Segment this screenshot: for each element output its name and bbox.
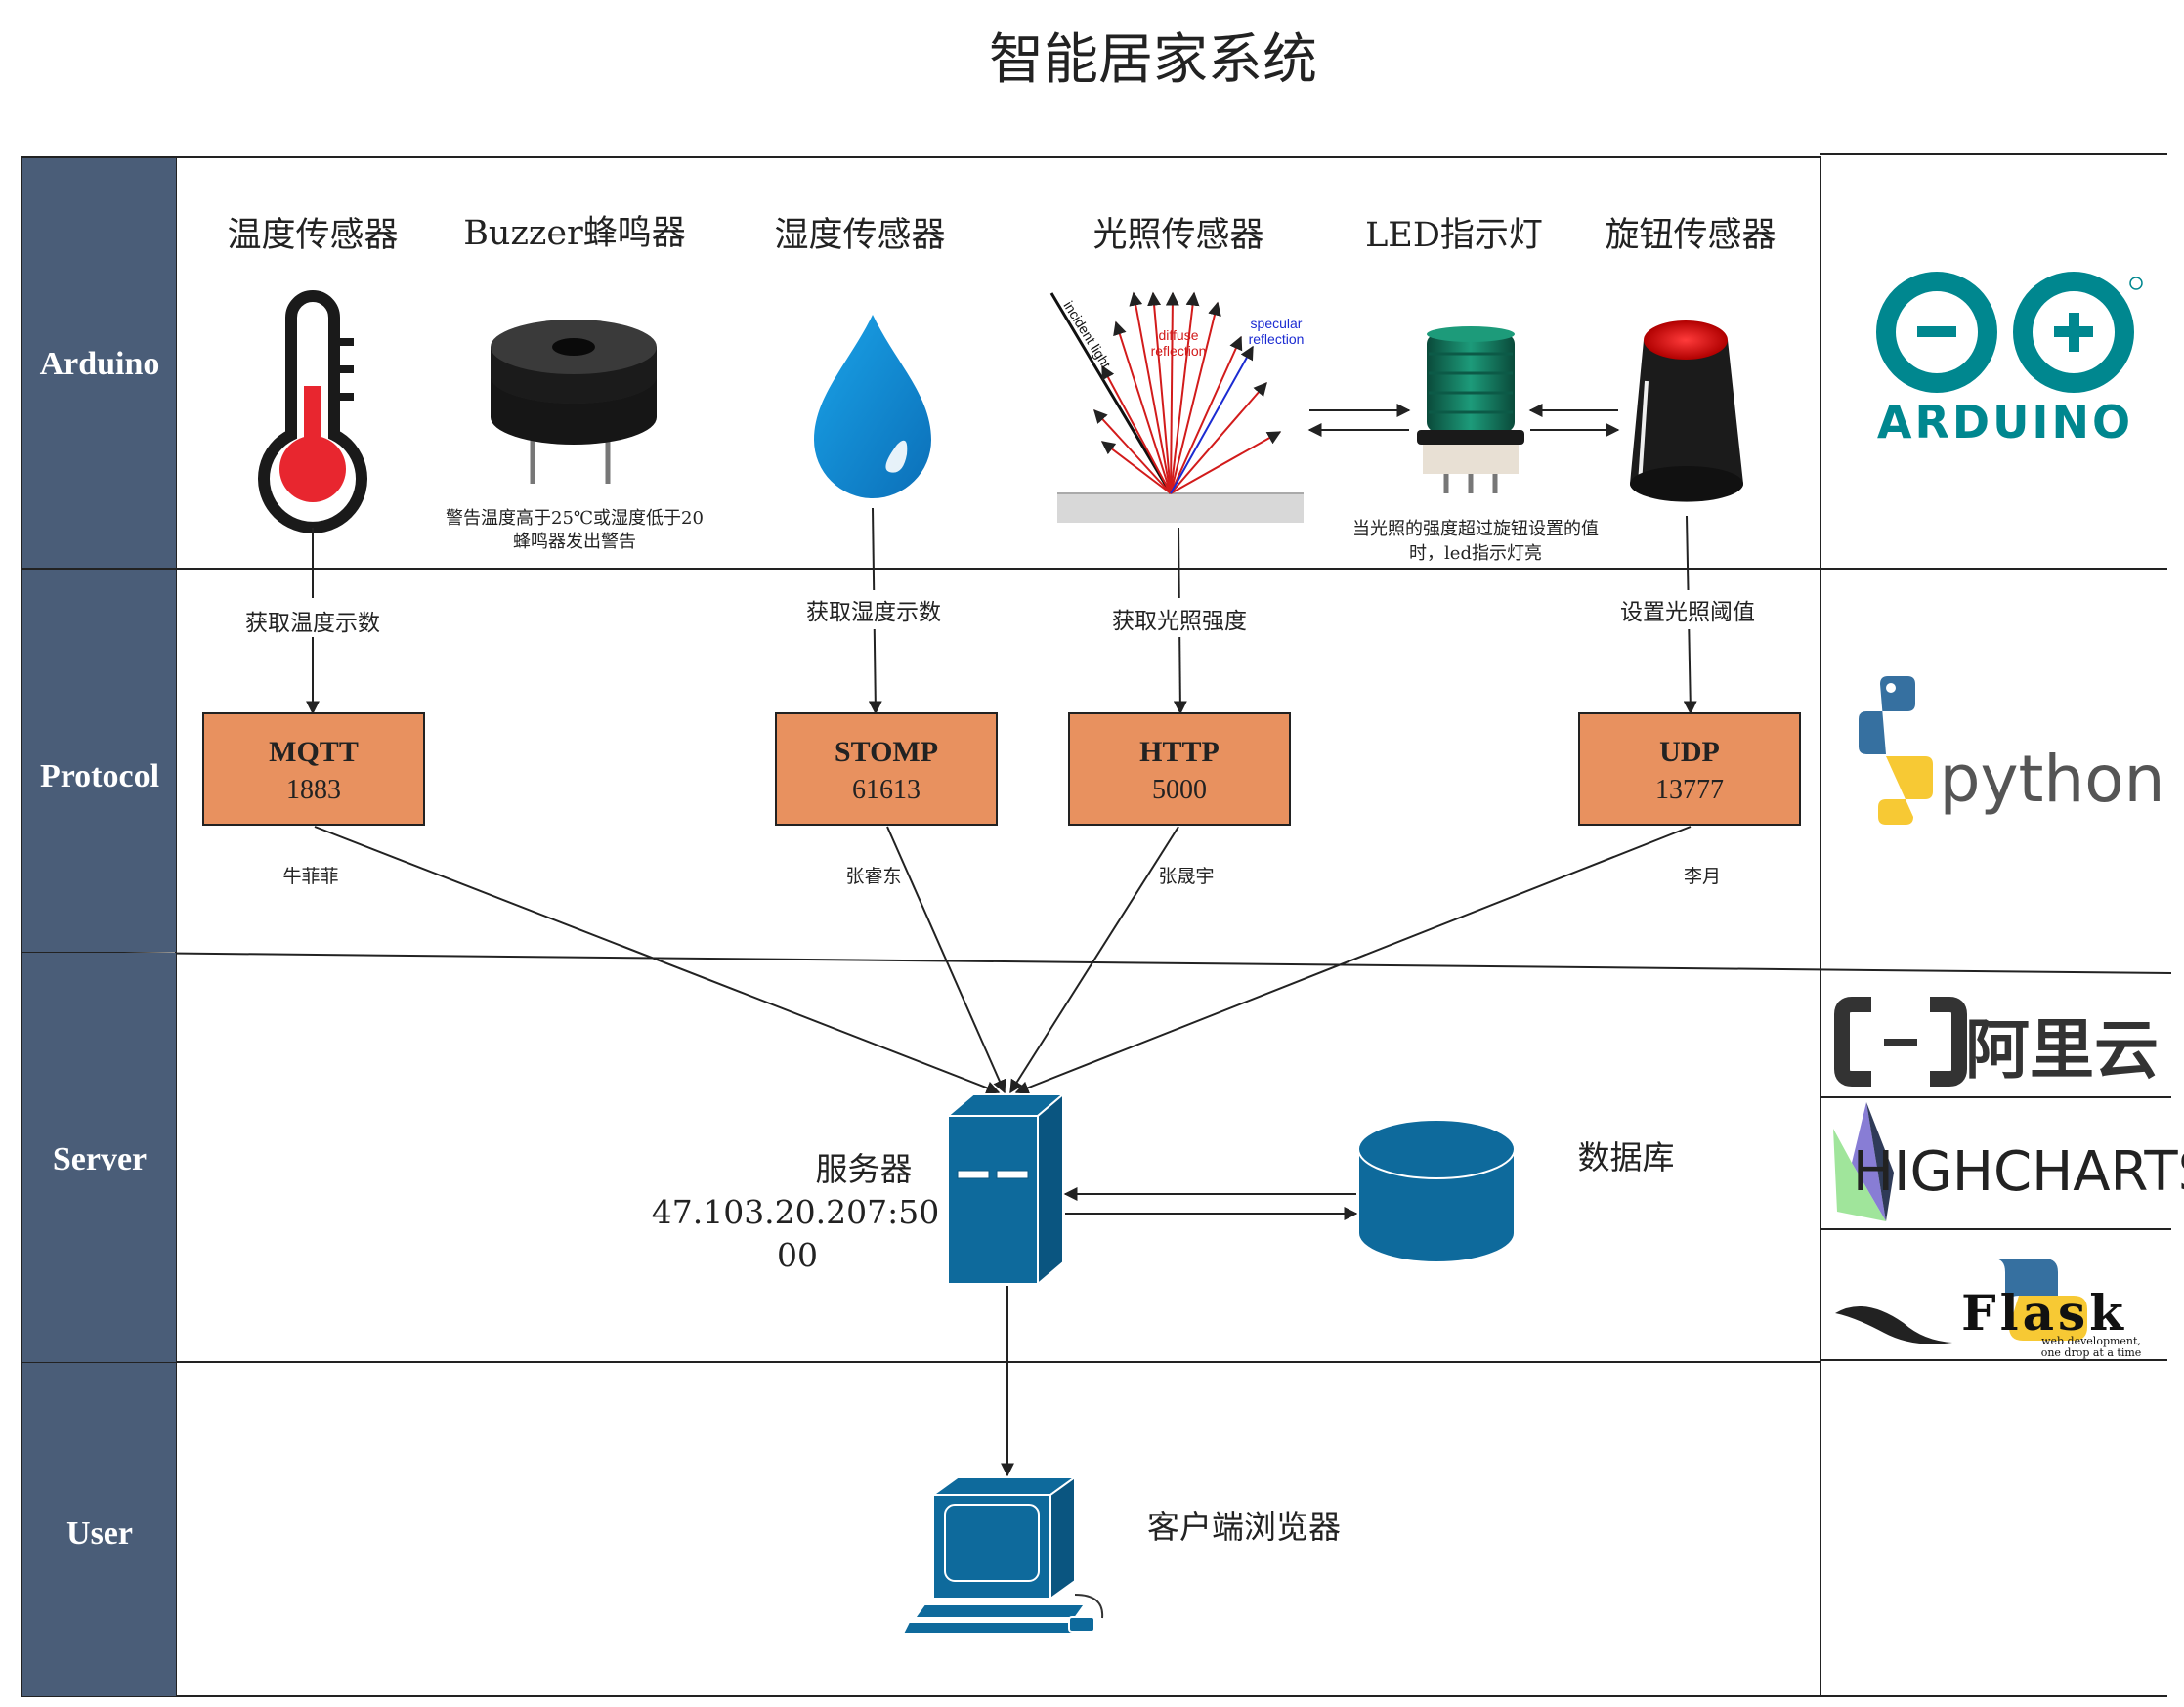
- server-address-line1: 47.103.20.207:50: [652, 1193, 940, 1231]
- edge-label-knob: 设置光照阈值: [1620, 600, 1755, 625]
- diffuse-label-2: reflection: [1151, 343, 1207, 359]
- author-http: 张晟宇: [1158, 866, 1214, 887]
- protocol-name-udp: UDP: [1659, 736, 1720, 768]
- protocol-server-edges: [314, 826, 1692, 1094]
- edge-label-humidity: 获取湿度示数: [806, 600, 941, 625]
- flask-tagline-1: web development,: [2041, 1335, 2141, 1347]
- sensor-title-buzzer: Buzzer蜂鸣器: [463, 214, 686, 253]
- sensor-title-knob: 旋钮传感器: [1605, 216, 1776, 255]
- lane-label-user: User: [66, 1515, 133, 1552]
- computer-icon: [901, 1475, 1104, 1635]
- edge-label-light: 获取光照强度: [1112, 609, 1247, 634]
- aliyun-wordmark: 阿里云: [1965, 1012, 2159, 1088]
- sensor-title-light: 光照传感器: [1092, 216, 1263, 255]
- client-label: 客户端浏览器: [1147, 1508, 1341, 1546]
- protocol-name-http: HTTP: [1139, 736, 1220, 768]
- page-title: 智能居家系统: [989, 28, 1317, 92]
- python-wordmark: python: [1940, 742, 2165, 817]
- server-label: 服务器: [816, 1150, 913, 1188]
- buzzer-icon: [491, 320, 657, 484]
- light-reflection-diagram: incident light diffuse reflection specul…: [1049, 291, 1305, 523]
- lane-label-protocol: Protocol: [40, 758, 159, 794]
- buzzer-note-line2: 蜂鸣器发出警告: [513, 532, 636, 552]
- sensor-title-humidity: 湿度传感器: [774, 216, 945, 255]
- highcharts-wordmark: HIGHCHARTS: [1853, 1140, 2184, 1204]
- led-note-line1: 当光照的强度超过旋钮设置的值: [1352, 519, 1599, 539]
- lane-arduino: [22, 158, 176, 568]
- protocol-port-udp: 13777: [1655, 775, 1724, 805]
- lane-user: [22, 1363, 176, 1696]
- sensor-title-led: LED指示灯: [1365, 216, 1543, 255]
- protocol-port-mqtt: 1883: [286, 775, 341, 805]
- sensor-title-temp: 温度传感器: [227, 216, 398, 255]
- arduino-logo: ARDUINO: [1876, 272, 2143, 448]
- author-stomp: 张睿东: [845, 866, 901, 887]
- protocol-box-udp: [1578, 712, 1801, 826]
- author-udp: 李月: [1684, 866, 1721, 887]
- lane-frame: [21, 153, 2172, 1697]
- aliyun-logo: 阿里云: [1834, 997, 2159, 1088]
- led-beacon-icon: [1417, 326, 1524, 493]
- flask-wordmark: Flask: [1961, 1284, 2127, 1342]
- protocol-name-mqtt: MQTT: [269, 736, 359, 768]
- protocol-port-http: 5000: [1152, 775, 1207, 805]
- thermometer-icon: [258, 290, 367, 533]
- lane-label-server: Server: [53, 1141, 147, 1177]
- specular-label-1: specular: [1251, 316, 1303, 331]
- led-note-line2: 时，led指示灯亮: [1409, 543, 1542, 564]
- led-link-arrows: [1307, 404, 1620, 437]
- database-icon: [1357, 1119, 1516, 1263]
- server-address-line2: 00: [777, 1236, 818, 1274]
- database-label: 数据库: [1578, 1138, 1675, 1176]
- specular-label-2: reflection: [1249, 331, 1305, 347]
- python-logo: python: [1859, 676, 2164, 825]
- arduino-wordmark: ARDUINO: [1877, 396, 2133, 448]
- lane-label-arduino: Arduino: [40, 346, 160, 382]
- lane-protocol: [22, 570, 176, 952]
- server-db-arrows: [1063, 1187, 1358, 1220]
- edge-label-temp: 获取温度示数: [245, 611, 380, 636]
- protocol-box-mqtt: [202, 712, 425, 826]
- server-icon: [945, 1091, 1066, 1287]
- flask-tagline-2: one drop at a time: [2041, 1346, 2142, 1359]
- diffuse-label-1: diffuse: [1159, 327, 1199, 343]
- protocol-name-stomp: STOMP: [835, 736, 938, 768]
- protocol-port-stomp: 61613: [852, 775, 921, 805]
- water-drop-icon: [814, 315, 931, 498]
- knob-icon: [1630, 320, 1743, 502]
- incident-light-label: incident light: [1060, 298, 1114, 371]
- flask-logo: Flask web development, one drop at a tim…: [1835, 1259, 2141, 1359]
- highcharts-logo: HIGHCHARTS: [1833, 1102, 2184, 1221]
- protocol-box-http: [1068, 712, 1291, 826]
- lane-server: [22, 953, 176, 1362]
- buzzer-note-line1: 警告温度高于25℃或湿度低于20: [446, 508, 704, 529]
- author-mqtt: 牛菲菲: [282, 866, 338, 887]
- protocol-box-stomp: [775, 712, 998, 826]
